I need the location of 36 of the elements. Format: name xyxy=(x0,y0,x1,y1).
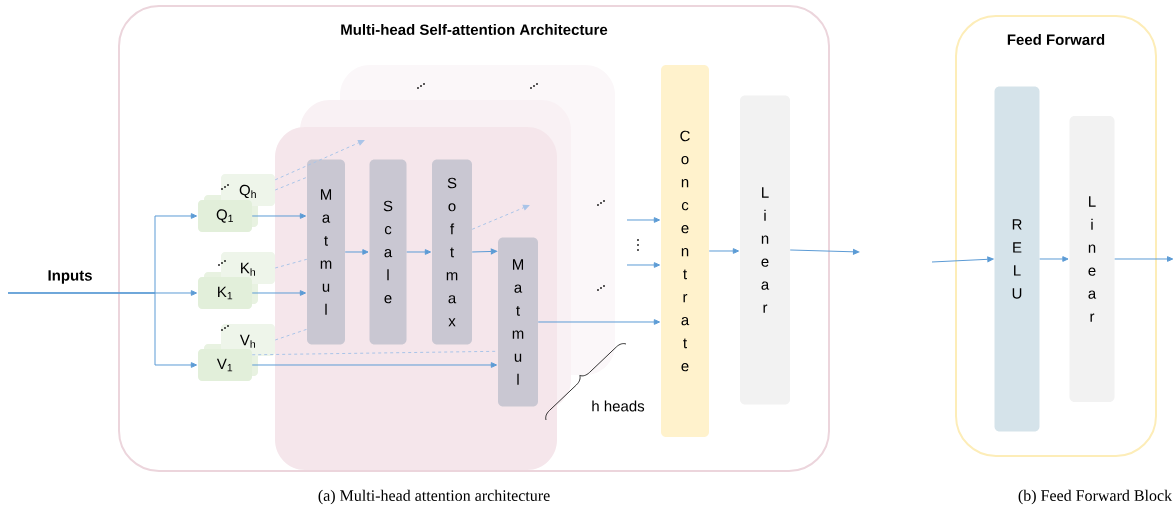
arrow xyxy=(708,248,740,254)
text-label: Inputs xyxy=(48,270,92,284)
connector-line xyxy=(274,176,308,191)
connector-line xyxy=(274,258,308,269)
input-box: V$_{1}$ xyxy=(198,349,252,381)
input-box: Q$_{1}$ xyxy=(198,200,252,232)
arrow xyxy=(1114,256,1174,262)
arrow xyxy=(7,292,198,368)
arrow xyxy=(931,256,994,263)
operation-block: Scale xyxy=(369,159,407,345)
arrow xyxy=(251,213,307,219)
arrow xyxy=(789,248,860,255)
arrow xyxy=(251,290,307,296)
concatenate-block: Concentrate xyxy=(661,65,709,437)
operation-block: Matmul xyxy=(498,237,538,407)
arrow xyxy=(471,248,498,255)
relu-block: RELU xyxy=(994,86,1040,432)
arrow xyxy=(626,262,661,268)
arrow xyxy=(537,319,661,325)
linear-block: Linear xyxy=(1069,116,1115,402)
arrow xyxy=(251,362,498,368)
connector-line xyxy=(274,328,308,341)
operation-block: Matmul xyxy=(307,159,345,345)
caption: (a) Multi-head attention architecture xyxy=(318,489,550,505)
input-box: K$_{1}$ xyxy=(198,277,252,309)
connector-line xyxy=(251,350,499,356)
arrow xyxy=(471,204,530,230)
text-label: h heads xyxy=(592,400,645,412)
linear-block: Linear xyxy=(740,95,790,405)
arrow xyxy=(274,139,365,181)
arrow xyxy=(1039,256,1069,262)
arrow xyxy=(344,249,369,255)
caption: (b) Feed Forward Block xyxy=(1018,489,1173,505)
arrow xyxy=(406,249,432,255)
operation-block: Softmax xyxy=(432,159,472,345)
arrow xyxy=(626,217,661,223)
